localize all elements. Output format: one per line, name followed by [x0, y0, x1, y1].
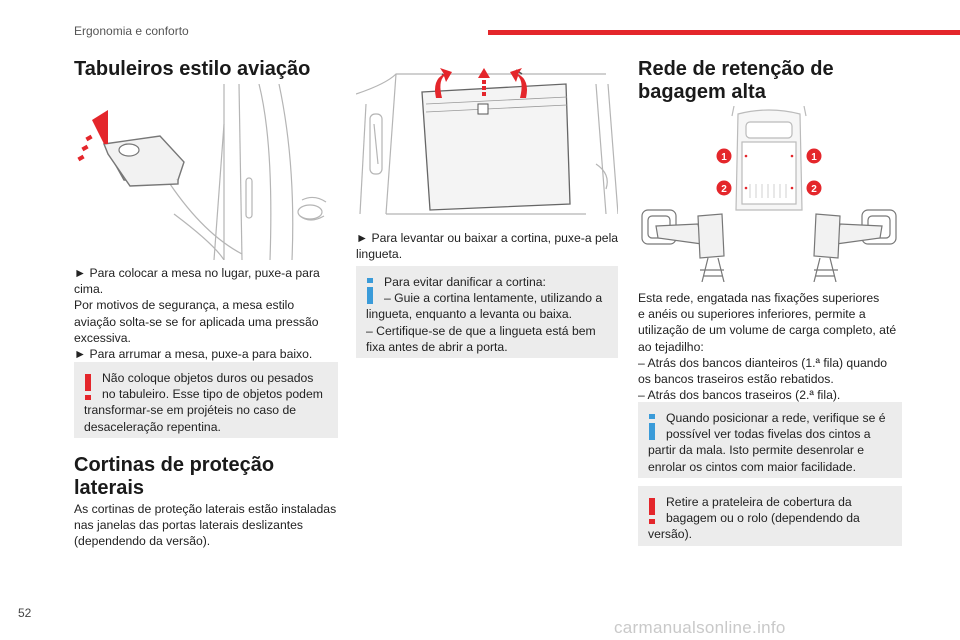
net-description: Esta rede, engatada nas fixações superio… [638, 290, 908, 403]
info-line: partir da mala. Isto permite desenrolar … [648, 443, 865, 458]
text-line: As cortinas de proteção laterais estão i… [74, 502, 337, 516]
text-line: nas janelas das portas laterais deslizan… [74, 518, 303, 533]
label-badge-1-right: 1 [806, 148, 822, 164]
warning-line: desaceleração repentina. [84, 419, 221, 434]
title-luggage-net: Rede de retenção de bagagem alta [638, 58, 834, 104]
header-accent-bar [488, 30, 960, 35]
warning-line: Não coloque objetos duros ou pesados [102, 371, 314, 385]
text-line: ao tejadilho: [638, 339, 704, 354]
text-line: aviação solta-se se for aplicada uma pre… [74, 314, 319, 329]
warning-line: bagagem ou o rolo (dependendo da [666, 511, 860, 526]
title-side-curtains: Cortinas de proteção laterais [74, 454, 274, 500]
title-line: Cortinas de proteção [74, 454, 275, 476]
watermark: carmanualsonline.info [614, 618, 786, 637]
warning-line: transformar-se em projéteis no caso de [84, 403, 297, 418]
warning-icon [85, 374, 91, 400]
info-icon [649, 414, 655, 440]
title-line: laterais [74, 477, 145, 499]
curtains-intro: As cortinas de proteção laterais estão i… [74, 501, 344, 550]
text-line: – Atrás dos bancos dianteiros (1.ª fila)… [638, 355, 888, 370]
text-line: ► Para colocar a mesa no lugar, puxe-a p… [74, 266, 320, 280]
text-line: cima. [74, 282, 104, 297]
label-1-right: 1 [811, 152, 817, 163]
illustration-tray [74, 84, 336, 260]
label-2-left: 2 [721, 184, 727, 195]
text-line: ► Para levantar ou baixar a cortina, pux… [356, 231, 619, 245]
info-line: lingueta, enquanto a levanta ou baixa. [366, 307, 572, 322]
curtain-instructions: ► Para levantar ou baixar a cortina, pux… [356, 230, 624, 262]
text-line: (dependendo da versão). [74, 534, 211, 549]
warning-icon [649, 498, 655, 524]
info-line: possível ver todas fivelas dos cintos a [666, 427, 871, 442]
info-line: – Guie a cortina lentamente, utilizando … [384, 291, 603, 306]
label-badge-1-left: 1 [716, 148, 732, 164]
info-line: – Certifique-se de que a lingueta está b… [366, 323, 596, 338]
page-number: 52 [18, 606, 32, 620]
warning-box-net: Retire a prateleira de cobertura da baga… [638, 486, 902, 546]
text-line: excessiva. [74, 330, 131, 345]
warning-line: versão). [648, 527, 693, 542]
text-line: ► Para arrumar a mesa, puxe-a para baixo… [74, 347, 313, 362]
text-line: os bancos traseiros estão rebatidos. [638, 372, 834, 387]
info-line: enrolar os cintos com maior facilidade. [648, 459, 856, 474]
text-line: – Atrás dos bancos traseiros (2.ª fila). [638, 388, 841, 403]
info-line: Quando posicionar a rede, verifique se é [666, 411, 886, 425]
label-2-right: 2 [811, 184, 817, 195]
info-box-curtain: Para evitar danificar a cortina: – Guie … [356, 266, 618, 358]
label-badge-2-right: 2 [806, 180, 822, 196]
title-tray: Tabuleiros estilo aviação [74, 58, 311, 80]
text-line: lingueta. [356, 247, 403, 262]
title-line: Rede de retenção de [638, 58, 834, 80]
section-header: Ergonomia e conforto [74, 24, 189, 38]
warning-line: no tabuleiro. Esse tipo de objetos podem [102, 387, 323, 402]
illustration-net: 1 1 2 2 [638, 106, 900, 282]
label-badge-2-left: 2 [716, 180, 732, 196]
info-icon [367, 278, 373, 304]
text-line: e anéis ou superiores inferiores, permit… [638, 307, 866, 322]
warning-box-tray: Não coloque objetos duros ou pesados no … [74, 362, 338, 438]
info-line: Para evitar danificar a cortina: [384, 275, 546, 289]
text-line: utilização de um volume de carga complet… [638, 323, 897, 338]
title-line: bagagem alta [638, 81, 766, 103]
text-line: Por motivos de segurança, a mesa estilo [74, 298, 295, 313]
tray-instructions: ► Para colocar a mesa no lugar, puxe-a p… [74, 265, 344, 362]
text-line: Esta rede, engatada nas fixações superio… [638, 291, 880, 305]
warning-line: Retire a prateleira de cobertura da [666, 495, 852, 509]
info-line: fixa antes de abrir a porta. [366, 339, 508, 354]
info-box-net: Quando posicionar a rede, verifique se é… [638, 402, 902, 478]
label-1-left: 1 [721, 152, 727, 163]
illustration-curtain [356, 64, 618, 224]
